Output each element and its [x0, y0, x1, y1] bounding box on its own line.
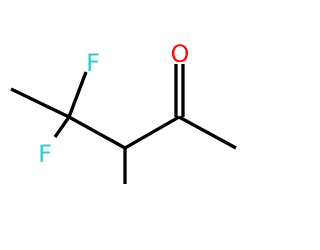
bond-c2-f-bottom: [53, 116, 71, 138]
bond-c4-c5: [178, 115, 237, 150]
fluorine-atom-label-bottom: F: [38, 140, 52, 168]
bond-c3-c4: [124, 115, 180, 150]
bond-c1-c2: [10, 87, 70, 119]
bond-c2-c3: [68, 115, 126, 150]
bond-c2-f-top: [67, 71, 88, 118]
structure-drawing: F F O: [10, 40, 237, 184]
oxygen-atom-label: O: [171, 40, 190, 68]
fluorine-atom-label-top: F: [86, 49, 100, 77]
molecule-canvas: F F O: [10, 40, 237, 184]
